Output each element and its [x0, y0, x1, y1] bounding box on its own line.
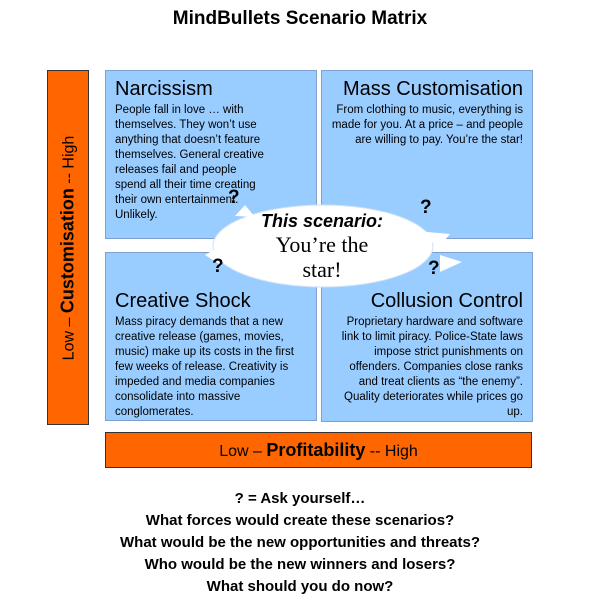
quadrant-text: People fall in love … with themselves. T…: [115, 104, 264, 221]
profitability-axis: Low – Profitability -- High: [105, 432, 532, 468]
quadrant-title: Mass Customisation: [342, 78, 523, 100]
centre-scenario-text: This scenario: You’re the star!: [237, 211, 407, 282]
quadrant-title: Collusion Control: [370, 290, 523, 312]
profitability-axis-name: Profitability: [266, 440, 366, 460]
footer-question: What should you do now?: [206, 578, 394, 595]
question-mark-icon: ?: [428, 258, 440, 279]
quadrant-title: Creative Shock: [115, 290, 251, 312]
customisation-axis: Low – Customisation -- High: [47, 70, 89, 425]
question-mark-icon: ?: [212, 256, 224, 277]
customisation-axis-name: Customisation: [57, 187, 78, 313]
centre-line-3: star!: [302, 257, 342, 282]
customisation-axis-label: Low – Customisation -- High: [57, 135, 78, 360]
footer-question: What would be the new opportunities and …: [120, 534, 480, 551]
footer-question: Who would be the new winners and losers?: [144, 556, 456, 573]
footer-legend: ? = Ask yourself…: [234, 490, 366, 507]
quadrant-text: Mass piracy demands that a new creative …: [115, 316, 294, 418]
quadrant-text: Proprietary hardware and software link t…: [341, 316, 523, 418]
centre-line-1: This scenario:: [260, 211, 384, 231]
quadrant-title: Narcissism: [115, 78, 213, 100]
centre-line-2: You’re the: [275, 232, 369, 257]
footer-questions: ? = Ask yourself… What forces would crea…: [0, 488, 600, 598]
footer-question: What forces would create these scenarios…: [145, 512, 455, 529]
question-mark-icon: ?: [228, 187, 240, 208]
quadrant-narcissism: Narcissism People fall in love … with th…: [105, 70, 317, 239]
question-mark-icon: ?: [420, 197, 432, 218]
page-title: MindBullets Scenario Matrix: [172, 8, 428, 29]
quadrant-text: From clothing to music, everything is ma…: [331, 104, 523, 146]
